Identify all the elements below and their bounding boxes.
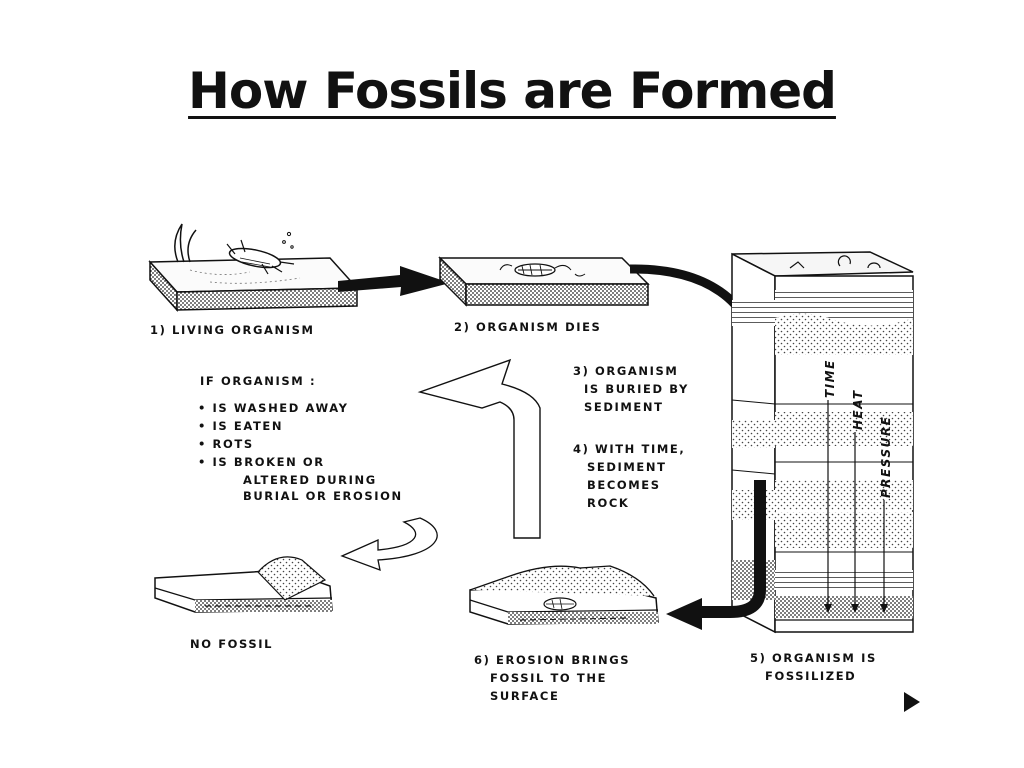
arrow-step5-to-step6 <box>666 598 702 630</box>
force-label-time: TIME <box>823 359 837 398</box>
force-label-heat: HEAT <box>851 389 865 430</box>
step3-label-line3: SEDIMENT <box>584 400 664 414</box>
force-label-pressure: PRESSURE <box>879 416 893 498</box>
step4-label-line2: SEDIMENT <box>587 460 667 474</box>
failure-item-continued: BURIAL OR EROSION <box>243 489 403 503</box>
step3-label-line2: IS BURIED BY <box>584 382 689 396</box>
step1-label: 1) LIVING ORGANISM <box>150 323 315 337</box>
slide-title-text: How Fossils are Formed <box>188 62 837 120</box>
failure-item: • ROTS <box>198 437 254 451</box>
arrow-hollow-return <box>417 358 541 539</box>
step6-label-line3: SURFACE <box>490 689 559 703</box>
slide-title: How Fossils are Formed <box>0 62 1024 120</box>
step6-label-line1: 6) EROSION BRINGS <box>474 653 630 667</box>
no-fossil-label: NO FOSSIL <box>190 637 273 651</box>
step4-label-line3: BECOMES <box>587 478 661 492</box>
corner-pointer-icon <box>904 692 920 712</box>
step6-label-line2: FOSSIL TO THE <box>490 671 607 685</box>
arrow-to-no-fossil <box>340 517 438 572</box>
dead-organism-icon <box>499 263 586 277</box>
step5-label-line1: 5) ORGANISM IS <box>750 651 877 665</box>
failure-item: • IS WASHED AWAY <box>198 401 349 415</box>
step6-block <box>469 565 659 625</box>
step3-label-line1: 3) ORGANISM <box>573 364 678 378</box>
failure-item-continued: ALTERED DURING <box>243 473 377 487</box>
step5-label-line2: FOSSILIZED <box>765 669 856 683</box>
step4-label-line4: ROCK <box>587 496 629 510</box>
failure-item: • IS EATEN <box>198 419 283 433</box>
step2-label: 2) ORGANISM DIES <box>454 320 601 334</box>
step4-label-line1: 4) WITH TIME, <box>573 442 685 456</box>
no-fossil-block <box>154 556 333 613</box>
pressure-arrows <box>824 400 888 613</box>
living-organism-icon <box>174 223 295 275</box>
arrow-step1-to-step2 <box>338 266 450 296</box>
failure-heading: IF ORGANISM : <box>200 374 316 388</box>
failure-item: • IS BROKEN OR <box>198 455 325 469</box>
